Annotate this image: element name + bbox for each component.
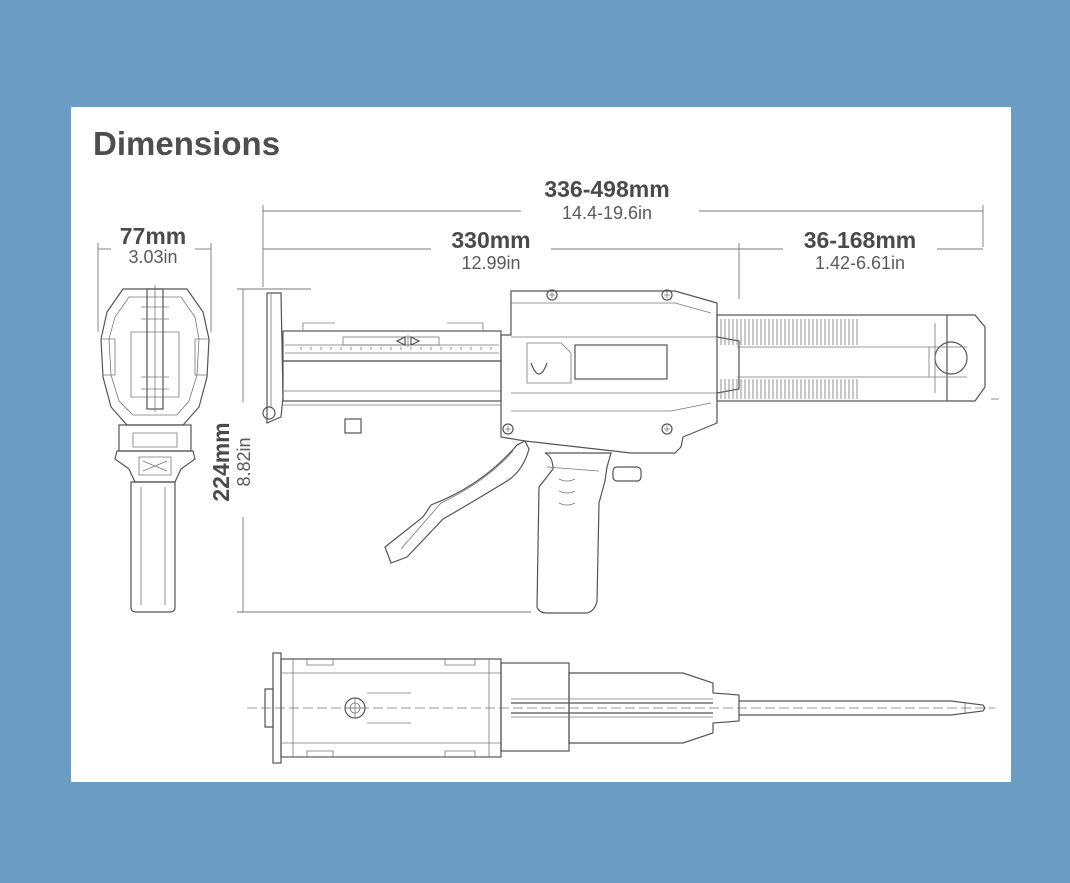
front-view-drawing xyxy=(100,285,210,613)
overall-length-dimension: 336-498mm 14.4-19.6in xyxy=(262,176,984,287)
height-dimension: 224mm 8.82in xyxy=(208,288,531,613)
side-view-drawing xyxy=(262,289,999,614)
page-title: Dimensions xyxy=(93,125,280,162)
plunger-extension-dimension: 36-168mm 1.42-6.61in xyxy=(739,227,983,273)
width-dimension: 77mm 3.03in xyxy=(97,223,212,332)
top-view-drawing xyxy=(247,652,995,764)
plunger-extension-mm: 36-168mm xyxy=(804,227,917,253)
dimensions-panel: Dimensions 336-498mm 14.4-19.6in 330mm 1… xyxy=(71,107,1011,782)
height-mm: 224mm xyxy=(208,422,234,501)
body-length-dimension: 330mm 12.99in xyxy=(263,227,740,299)
width-in: 3.03in xyxy=(128,247,177,267)
technical-drawing: Dimensions 336-498mm 14.4-19.6in 330mm 1… xyxy=(93,125,999,764)
overall-length-in: 14.4-19.6in xyxy=(562,203,652,223)
body-length-mm: 330mm xyxy=(451,227,530,253)
width-mm: 77mm xyxy=(120,223,186,249)
height-in: 8.82in xyxy=(234,437,254,486)
overall-length-mm: 336-498mm xyxy=(544,176,669,202)
body-length-in: 12.99in xyxy=(461,253,520,273)
plunger-extension-in: 1.42-6.61in xyxy=(815,253,905,273)
